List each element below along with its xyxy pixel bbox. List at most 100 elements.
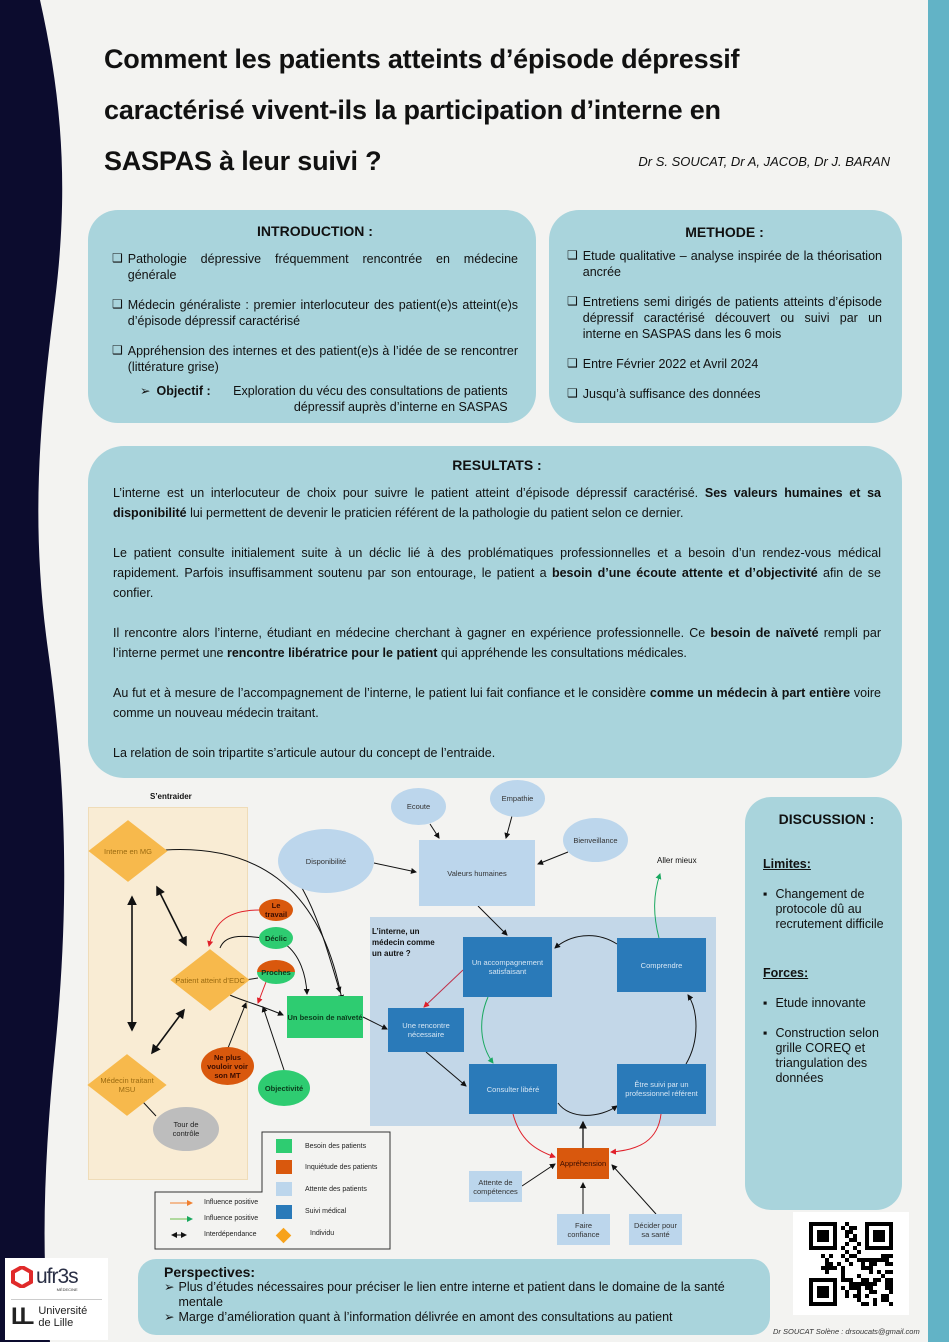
text: lui permettent de devenir le praticien r… xyxy=(186,506,684,520)
node-proches: Proches xyxy=(257,960,295,984)
item-text: Appréhension des internes et des patient… xyxy=(127,344,518,374)
node-interne-mg: Interne en MG xyxy=(90,821,166,881)
title-line: caractérisé vivent-ils la participation … xyxy=(104,95,721,125)
left-decorative-band xyxy=(0,0,65,1342)
legend-label: Suivi médical xyxy=(305,1208,347,1215)
limites-list: ▪ Changement de protocole dû au recruteme… xyxy=(763,887,890,932)
node-bienveillance: Bienveillance xyxy=(563,818,628,862)
list-item: ▪ Etude innovante xyxy=(763,996,890,1011)
label-aller-mieux: Aller mieux xyxy=(657,856,697,865)
interne-panel xyxy=(370,917,716,1126)
text: Il rencontre alors l’interne, étudiant e… xyxy=(113,626,711,640)
title-line: Comment les patients atteints d’épisode … xyxy=(104,44,740,74)
item-text: Entre Février 2022 et Avril 2024 xyxy=(582,357,759,371)
item-text: Changement de protocole dû au recrutemen… xyxy=(775,887,884,931)
entraide-group xyxy=(88,807,248,1180)
item-text: Entretiens semi dirigés de patients atte… xyxy=(582,295,882,341)
square-bullet-icon: ▪ xyxy=(763,887,768,901)
item-text: Pathologie dépressive fréquemment rencon… xyxy=(127,252,518,282)
text: qui appréhende les consultations médical… xyxy=(437,646,687,660)
legend-swatch-inquietude xyxy=(276,1160,292,1174)
square-bullet-icon: ▪ xyxy=(763,996,768,1010)
node-ne-plus-voir-mt: Ne plus vouloir voir son MT xyxy=(201,1047,254,1085)
item-text: Plus d’études nécessaires pour préciser … xyxy=(178,1280,725,1309)
lille-logo-icon: LL xyxy=(11,1303,34,1330)
perspectives-section: Perspectives: ➢Plus d’études nécessaires… xyxy=(138,1259,770,1335)
node-objectivite: Objectivité xyxy=(258,1070,310,1106)
checkbox-bullet-icon: ❑ xyxy=(567,294,578,308)
checkbox-bullet-icon: ❑ xyxy=(567,356,578,370)
legend-label: Individu xyxy=(310,1230,335,1237)
node-attente-competences: Attente de compétences xyxy=(469,1171,522,1202)
node-etre-suivi: Être suivi par un professionnel référent xyxy=(617,1064,706,1114)
text: rempli par l’interne permet une xyxy=(113,626,881,660)
node-besoin-naivete: Un besoin de naïveté xyxy=(287,996,363,1038)
section-heading: METHODE : xyxy=(685,224,764,240)
result-paragraph: Au fut et à mesure de l’accompagnement d… xyxy=(113,683,881,723)
resultats-section: RESULTATS : L’interne est un interlocute… xyxy=(88,446,902,778)
ufr3s-logo: ufr3s MÉDECINE xyxy=(11,1262,102,1292)
node-patient-edc: Patient atteint d’EDC xyxy=(172,950,248,1010)
universite-lille-text: Université de Lille xyxy=(38,1305,88,1329)
node-ecoute: Ecoute xyxy=(391,788,446,825)
node-label: Médecin traitant MSU xyxy=(100,1076,154,1094)
node-disponibilite: Disponibilité xyxy=(278,829,374,893)
poster-title: Comment les patients atteints d’épisode … xyxy=(104,34,824,187)
text: Au fut et à mesure de l’accompagnement d… xyxy=(113,686,650,700)
bold-text: besoin d’une écoute attente et d’objecti… xyxy=(551,566,818,580)
legend-diamond-icon xyxy=(275,1227,292,1244)
text: L’interne est un interlocuteur de choix … xyxy=(113,486,705,500)
bold-text: Ses valeurs humaines et sa disponibilité xyxy=(113,486,881,520)
methode-section: METHODE : ❑Etude qualitative – analyse i… xyxy=(549,210,902,423)
checkbox-bullet-icon: ❑ xyxy=(112,343,123,357)
item-text: Etude innovante xyxy=(775,996,866,1010)
qr-code[interactable] xyxy=(793,1212,909,1315)
item-text: Jusqu’à suffisance des données xyxy=(582,387,761,401)
node-rencontre: Une rencontre nécessaire xyxy=(388,1008,464,1052)
group-label: S’entraider xyxy=(150,792,192,801)
right-decorative-band xyxy=(928,0,949,1342)
legend-swatch-suivi xyxy=(276,1205,292,1219)
node-decider-sante: Décider pour sa santé xyxy=(629,1214,682,1245)
result-paragraph: Il rencontre alors l’interne, étudiant e… xyxy=(113,623,881,663)
ufr3s-logo-icon xyxy=(11,1266,33,1288)
node-le-travail: Le travail xyxy=(259,899,293,921)
objective-text: Exploration du vécu des consultations de… xyxy=(233,384,508,414)
node-valeurs-humaines: Valeurs humaines xyxy=(419,840,535,906)
legend-swatch-attente xyxy=(276,1182,292,1196)
node-accompagnement: Un accompagnement satisfaisant xyxy=(463,937,552,997)
node-comprendre: Comprendre xyxy=(617,938,706,992)
node-label: Patient atteint d’EDC xyxy=(175,975,245,985)
qr-code-image xyxy=(809,1221,893,1306)
objective-label: Objectif : xyxy=(156,384,211,398)
arrow-bullet-icon: ➢ xyxy=(164,1280,175,1294)
item-text: Marge d’amélioration quant à l’informati… xyxy=(178,1310,673,1324)
section-heading: INTRODUCTION : xyxy=(257,223,373,239)
perspective-item: ➢Marge d’amélioration quant à l’informat… xyxy=(164,1310,746,1325)
section-heading: RESULTATS : xyxy=(452,457,542,473)
perspectives-heading: Perspectives: xyxy=(164,1264,256,1280)
result-paragraph: L’interne est un interlocuteur de choix … xyxy=(113,483,881,523)
list-item: ▪ Changement de protocole dû au recruteme… xyxy=(763,887,890,932)
logos: ufr3s MÉDECINE LL Université de Lille xyxy=(5,1258,108,1340)
bold-text: comme un médecin à part entière xyxy=(649,686,851,700)
section-heading: DISCUSSION : xyxy=(778,811,875,827)
intro-item: ❑Médecin généraliste : premier interlocu… xyxy=(112,297,518,329)
arrow-bullet-icon: ➢ xyxy=(164,1310,175,1324)
text: afin de se confier. xyxy=(113,566,881,600)
node-tour-controle: Tour de contrôle xyxy=(153,1107,219,1151)
intro-item: ❑ Appréhension des internes et des patien… xyxy=(112,343,518,375)
legend-label: Besoin des patients xyxy=(305,1143,367,1150)
checkbox-bullet-icon: ❑ xyxy=(112,251,123,265)
forces-heading: Forces: xyxy=(763,966,809,980)
node-faire-confiance: Faire confiance xyxy=(557,1214,610,1245)
legend-label: Interdépendance xyxy=(204,1231,257,1238)
bold-text: rencontre libératrice pour le patient xyxy=(226,646,438,660)
legend-frame xyxy=(154,1131,391,1250)
list-item: ▪Construction selon grille COREQ et tria… xyxy=(763,1026,890,1086)
text: voire comme un nouveau médecin traitant. xyxy=(113,686,882,720)
node-consulter-libere: Consulter libéré xyxy=(469,1064,557,1114)
methode-item: ❑ Entretiens semi dirigés de patients att… xyxy=(567,294,882,342)
node-apprehension: Appréhension xyxy=(557,1148,609,1179)
objective: ➢ Objectif : Exploration du vécu des con… xyxy=(140,383,518,415)
